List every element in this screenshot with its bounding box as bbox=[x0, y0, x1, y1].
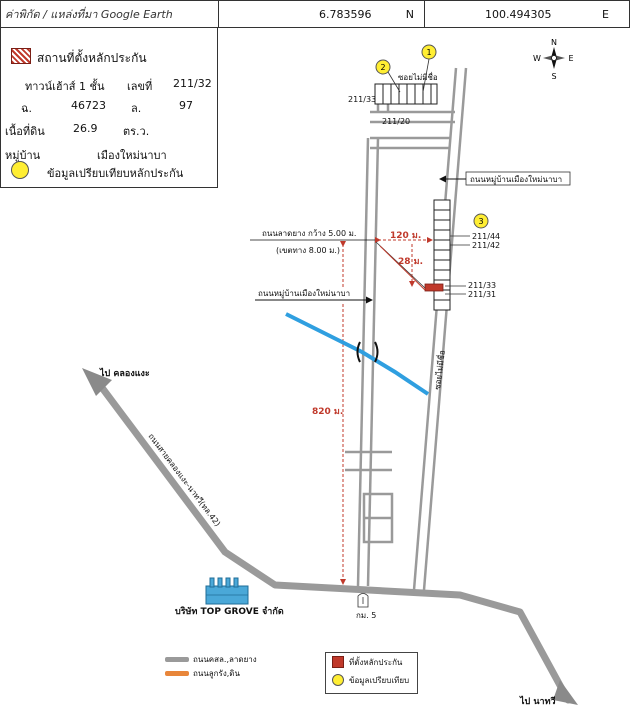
compass-n: N bbox=[551, 38, 557, 47]
comparison-key-item: ข้อมูลเปรียบเทียบ bbox=[326, 671, 417, 689]
number-value: 211/32 bbox=[173, 77, 212, 90]
comparison-marker-1: 1 bbox=[421, 44, 437, 93]
latitude-value: 6.783596 bbox=[319, 7, 372, 21]
highway-arrow-khlong-hae bbox=[82, 368, 112, 396]
dimension-820-label: 820 ม. bbox=[312, 407, 343, 417]
compass-icon: N S E W bbox=[533, 38, 573, 81]
longitude-direction: E bbox=[602, 7, 609, 21]
lower-side-roads bbox=[345, 450, 394, 544]
factory-icon bbox=[205, 577, 249, 605]
highway-arrow-na-thawi bbox=[553, 680, 578, 705]
land-value: 97 bbox=[179, 99, 193, 112]
svg-text:1: 1 bbox=[426, 48, 431, 57]
gravel-road-legend-item: ถนนลูกรัง,ดิน bbox=[165, 666, 257, 680]
main-vertical-road bbox=[356, 137, 380, 587]
area-label: เนื้อที่ดิน bbox=[5, 125, 45, 138]
paved-road-legend-item: ถนนคสล.,ลาดยาง bbox=[165, 652, 257, 666]
bridge bbox=[356, 341, 379, 363]
village-road-right-callout bbox=[439, 171, 571, 186]
village-road-left-label: ถนนหมู่บ้านเมืองใหม่นาบา bbox=[258, 289, 350, 299]
village-value: เมืองใหม่นาบา bbox=[97, 149, 167, 162]
comparison-marker-3: 3 bbox=[473, 213, 489, 229]
top-townhouse-block bbox=[374, 83, 438, 105]
house-211-44-label: 211/44 bbox=[472, 232, 500, 241]
soi-road bbox=[412, 67, 468, 591]
km-marker-icon bbox=[357, 593, 369, 608]
svg-text:3: 3 bbox=[478, 217, 483, 226]
collateral-key-label: ที่ตั้งหลักประกัน bbox=[349, 657, 403, 667]
deed-value: 46723 bbox=[71, 99, 106, 112]
to-na-thawi-label: ไป นาทวี bbox=[519, 695, 556, 707]
village-road-right-label: ถนนหมู่บ้านเมืองใหม่นาบา bbox=[470, 175, 562, 185]
longitude-cell: 100.494305 E bbox=[425, 1, 629, 27]
collateral-key-item: ที่ตั้งหลักประกัน bbox=[326, 653, 417, 671]
house-211-31-label: 211/31 bbox=[468, 290, 496, 299]
house-number-leaders bbox=[445, 235, 470, 295]
house-211-42-label: 211/42 bbox=[472, 241, 500, 250]
house-211-33-label: 211/33 bbox=[468, 281, 496, 290]
concrete-road-label-1: ถนนลาดยาง กว้าง 5.00 ม. bbox=[262, 229, 356, 238]
road-legend: ถนนคสล.,ลาดยาง ถนนลูกรัง,ดิน bbox=[165, 652, 257, 680]
to-khlong-hae-label: ไป คลองแงะ bbox=[99, 367, 150, 379]
comparison-circle-icon bbox=[332, 674, 344, 686]
marker-key-box: ที่ตั้งหลักประกัน ข้อมูลเปรียบเทียบ bbox=[325, 652, 418, 694]
right-townhouse-block bbox=[433, 199, 451, 311]
collateral-hatch-icon bbox=[11, 48, 31, 64]
dimension-120-label: 120 ม. bbox=[390, 231, 421, 241]
deed-label: ฉ. bbox=[21, 102, 32, 115]
area-unit: ตร.ว. bbox=[123, 125, 150, 138]
longitude-value: 100.494305 bbox=[485, 7, 552, 21]
land-label: ล. bbox=[131, 102, 142, 115]
house-211-20-label: 211/20 bbox=[382, 117, 410, 126]
paved-road-swatch bbox=[165, 656, 189, 662]
paved-road-label: ถนนคสล.,ลาดยาง bbox=[193, 654, 257, 664]
km-marker-label: กม. 5 bbox=[356, 611, 376, 620]
village-label: หมู่บ้าน bbox=[5, 149, 41, 162]
village-road-left-callout bbox=[255, 289, 373, 304]
collateral-location-marker bbox=[424, 283, 444, 292]
coordinate-header: ค่าพิกัด / แหล่งที่มา Google Earth 6.783… bbox=[0, 0, 630, 28]
link-to-collateral-red bbox=[379, 245, 426, 291]
concrete-road-label-2: (เขตทาง 8.00 ม.) bbox=[276, 246, 340, 255]
gravel-road-label: ถนนลูกรัง,ดิน bbox=[193, 668, 240, 678]
area-value: 26.9 bbox=[73, 122, 98, 135]
dimension-28-label: 28 ม. bbox=[398, 257, 423, 267]
latitude-direction: N bbox=[405, 7, 414, 21]
svg-text:2: 2 bbox=[380, 63, 385, 72]
top-house-number-label: 211/33 bbox=[348, 95, 376, 104]
collateral-title: สถานที่ตั้งหลักประกัน bbox=[37, 51, 147, 65]
soi-top-label: ซอยไม่มีชื่อ bbox=[398, 71, 438, 82]
canal bbox=[285, 312, 430, 396]
main-road-label: ถนนสายคลองแงะ-นาทวี(ทล.42) bbox=[146, 432, 222, 528]
compass-e: E bbox=[568, 54, 573, 63]
number-label: เลขที่ bbox=[127, 80, 153, 93]
property-type: ทาวน์เฮ้าส์ 1 ชั้น bbox=[25, 80, 105, 93]
compass-s: S bbox=[551, 72, 556, 81]
collateral-square-icon bbox=[332, 656, 344, 668]
compass-w: W bbox=[533, 54, 541, 63]
legend-panel: สถานที่ตั้งหลักประกัน ทาวน์เฮ้าส์ 1 ชั้น… bbox=[0, 28, 218, 188]
coordinate-source-label: ค่าพิกัด / แหล่งที่มา Google Earth bbox=[1, 1, 219, 27]
main-highway bbox=[96, 381, 572, 704]
company-label: บริษัท TOP GROVE จำกัด bbox=[175, 606, 284, 617]
comparison-marker-2: 2 bbox=[375, 59, 401, 93]
comparison-dot-icon bbox=[11, 161, 29, 179]
comparison-label: ข้อมูลเปรียบเทียบหลักประกัน bbox=[47, 167, 184, 180]
comparison-key-label: ข้อมูลเปรียบเทียบ bbox=[349, 675, 410, 685]
gravel-road-swatch bbox=[165, 670, 189, 676]
latitude-cell: 6.783596 N bbox=[219, 1, 425, 27]
